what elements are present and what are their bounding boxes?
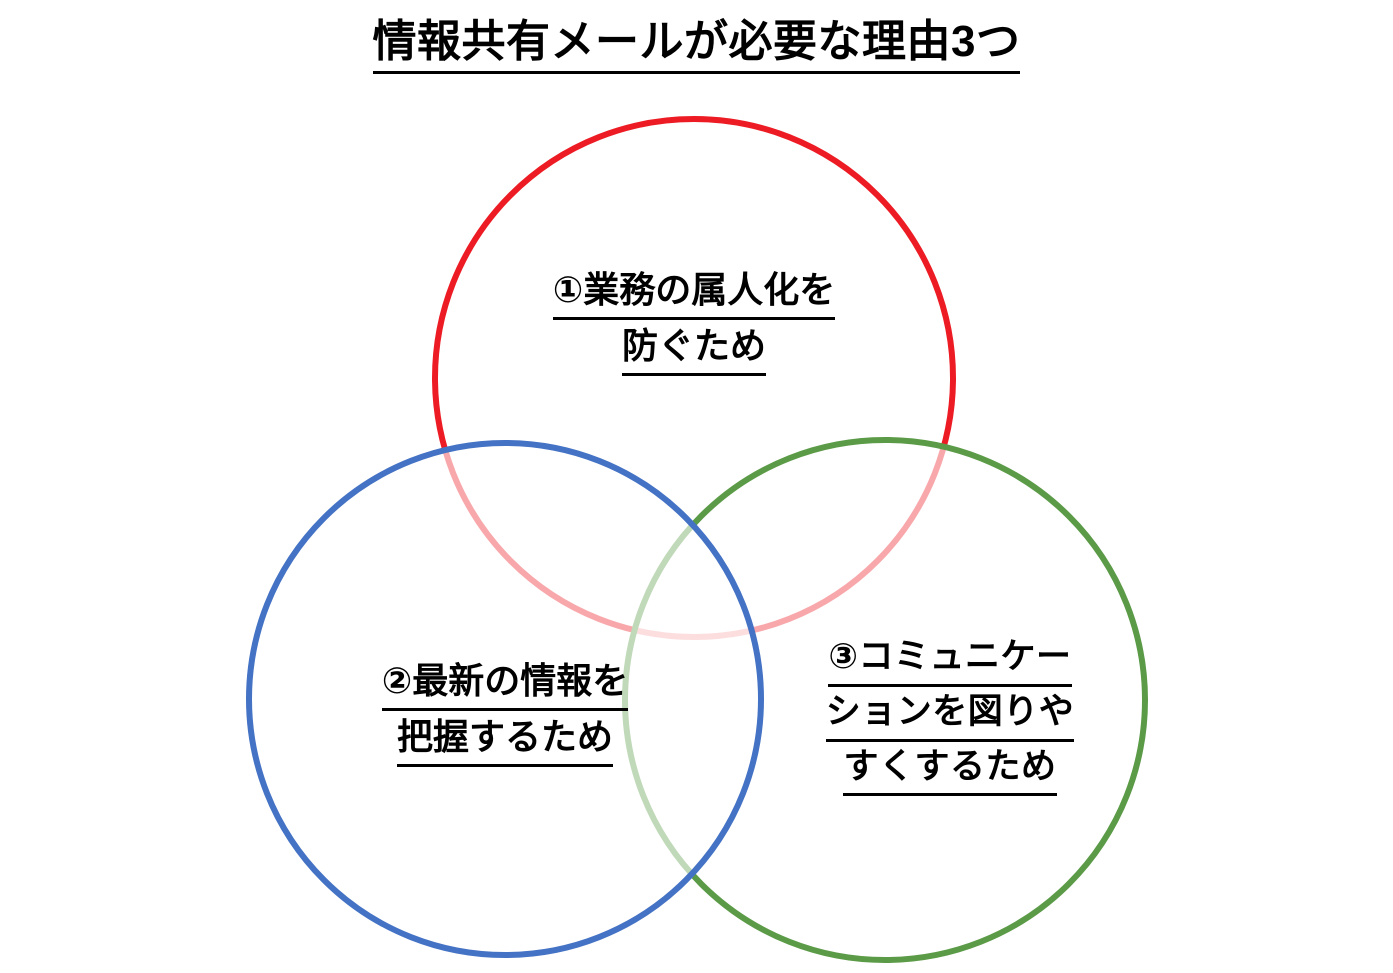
venn-label-one-line1: ①業務の属人化を [444,264,944,321]
venn-circle-blue [246,440,764,958]
venn-label-two-line1: ②最新の情報を [255,655,755,712]
page-title-text: 情報共有メールが必要な理由3つ [372,14,1021,74]
venn-label-three-line1: ③コミュニケー [790,632,1110,687]
venn-label-three: ③コミュニケー ションを図りや すくするため [790,632,1110,797]
venn-label-two: ②最新の情報を 把握するため [255,655,755,768]
venn-circle-green-wash [625,440,1145,960]
venn-circle-blue-wash [249,443,761,955]
venn-label-one-line2: 防ぐため [444,320,944,377]
venn-circle-blue-group [246,440,764,958]
venn-label-three-line2: ションを図りや [790,687,1110,742]
page-title: 情報共有メールが必要な理由3つ [0,14,1393,74]
venn-label-two-line2: 把握するため [255,711,755,768]
venn-label-three-line3: すくするため [790,742,1110,797]
venn-label-one: ①業務の属人化を 防ぐため [444,264,944,377]
